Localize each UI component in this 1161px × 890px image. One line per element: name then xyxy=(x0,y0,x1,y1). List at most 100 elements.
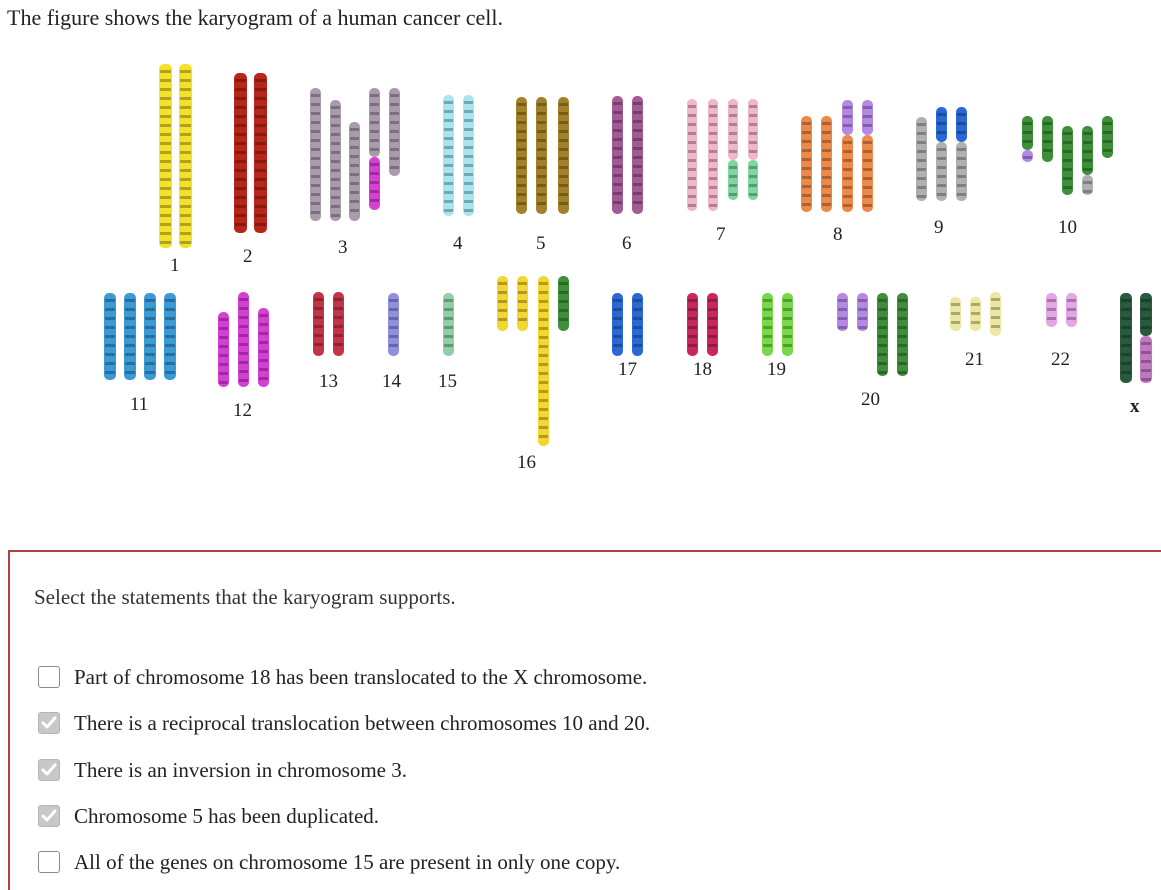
chromosome-19b xyxy=(782,293,793,356)
question-panel: Select the statements that the karyogram… xyxy=(8,550,1161,890)
chromosome-8c xyxy=(842,100,853,212)
chromosome-3e xyxy=(389,88,400,176)
chromosome-21b xyxy=(970,297,981,331)
check-icon xyxy=(41,809,57,822)
chromosome-12b xyxy=(238,292,249,387)
chromosome-14 xyxy=(388,293,399,356)
chromosome-6b xyxy=(632,96,643,214)
option-label: Chromosome 5 has been duplicated. xyxy=(74,803,380,828)
chromosome-label-12: 12 xyxy=(233,400,252,421)
chromosome-10c xyxy=(1062,126,1073,195)
chromosome-label-15: 15 xyxy=(438,371,457,392)
chromosome-18b xyxy=(707,293,718,356)
chromosome-label-18: 18 xyxy=(693,359,712,380)
question-prompt: Select the statements that the karyogram… xyxy=(34,585,456,609)
checkbox[interactable] xyxy=(38,805,60,827)
chromosome-5c xyxy=(558,97,569,214)
chromosome-11b xyxy=(124,293,136,380)
chromosome-16a xyxy=(497,276,508,331)
chromosome-label-4: 4 xyxy=(453,233,463,254)
option-chr18-x-translocation[interactable]: Part of chromosome 18 has been transloca… xyxy=(38,662,647,692)
chromosome-17b xyxy=(632,293,643,356)
chromosome-3c xyxy=(349,122,360,221)
chromosome-label-19: 19 xyxy=(767,359,786,380)
chromosome-7c xyxy=(728,99,738,200)
chromosome-2a xyxy=(234,73,247,233)
chromosome-label-20: 20 xyxy=(861,389,880,410)
chromosome-18a xyxy=(687,293,698,356)
chromosome-4b xyxy=(463,95,474,216)
chromosome-label-1: 1 xyxy=(170,255,180,276)
chromosome-20a xyxy=(837,293,848,331)
chromosome-12c xyxy=(258,308,269,387)
checkbox[interactable] xyxy=(38,759,60,781)
option-label: Part of chromosome 18 has been transloca… xyxy=(74,664,648,689)
option-label: There is an inversion in chromosome 3. xyxy=(74,757,408,782)
option-label: All of the genes on chromosome 15 are pr… xyxy=(74,849,621,874)
chromosome-11d xyxy=(164,293,176,380)
option-inversion-chr3[interactable]: There is an inversion in chromosome 3. xyxy=(38,755,407,785)
chromosome-4a xyxy=(443,95,454,216)
chromosome-15 xyxy=(443,293,454,356)
chromosome-6a xyxy=(612,96,623,214)
chromosome-20c xyxy=(877,293,888,376)
chromosome-7a xyxy=(687,99,697,211)
chromosome-10a xyxy=(1022,116,1033,162)
chromosome-10b xyxy=(1042,116,1053,162)
checkbox[interactable] xyxy=(38,666,60,688)
chromosome-3d xyxy=(369,88,380,210)
chromosome-7b xyxy=(708,99,718,211)
chromosome-label-2: 2 xyxy=(243,246,253,267)
option-chr5-duplicated[interactable]: Chromosome 5 has been duplicated. xyxy=(38,801,379,831)
chromosome-label-6: 6 xyxy=(622,233,632,254)
option-reciprocal-translocation-10-20[interactable]: There is a reciprocal translocation betw… xyxy=(38,708,650,738)
chromosome-label-21: 21 xyxy=(965,349,984,370)
check-icon xyxy=(41,716,57,729)
chromosome-21c xyxy=(990,292,1001,336)
option-label: There is a reciprocal translocation betw… xyxy=(74,710,651,735)
chromosome-21a xyxy=(950,297,961,331)
chromosome-label-13: 13 xyxy=(319,371,338,392)
chromosome-10d xyxy=(1082,126,1093,195)
chromosome-xb xyxy=(1140,293,1152,383)
chromosome-5b xyxy=(536,97,547,214)
chromosome-label-5: 5 xyxy=(536,233,546,254)
chromosome-12a xyxy=(218,312,229,387)
chromosome-label-17: 17 xyxy=(618,359,637,380)
chromosome-xa xyxy=(1120,293,1132,383)
chromosome-1a xyxy=(159,64,172,248)
chromosome-label-8: 8 xyxy=(833,224,843,245)
option-chr15-single-copy[interactable]: All of the genes on chromosome 15 are pr… xyxy=(38,847,620,877)
chromosome-label-7: 7 xyxy=(716,224,726,245)
chromosome-label-11: 11 xyxy=(130,394,148,415)
chromosome-13a xyxy=(313,292,324,356)
chromosome-20b xyxy=(857,293,868,331)
checkbox[interactable] xyxy=(38,712,60,734)
check-icon xyxy=(41,763,57,776)
chromosome-22b xyxy=(1066,293,1077,327)
chromosome-label-9: 9 xyxy=(934,217,944,238)
chromosome-label-14: 14 xyxy=(382,371,402,392)
chromosome-2b xyxy=(254,73,267,233)
karyogram-figure: 1 2 3 4 5 6 7 8 9 10 11 12 13 14 15 16 1… xyxy=(104,64,1152,473)
chromosome-9a xyxy=(916,117,927,201)
chromosome-13b xyxy=(333,292,344,356)
chromosome-1b xyxy=(179,64,192,248)
chromosome-label-3: 3 xyxy=(338,237,348,258)
chromosome-16c xyxy=(538,276,549,446)
chromosome-20d xyxy=(897,293,908,376)
chromosome-17a xyxy=(612,293,623,356)
chromosome-9c xyxy=(956,107,967,201)
chromosome-label-16: 16 xyxy=(517,452,536,473)
chromosome-16b xyxy=(517,276,528,331)
chromosome-7d xyxy=(748,99,758,200)
chromosome-16d xyxy=(558,276,569,331)
chromosome-8a xyxy=(801,116,812,212)
chromosome-3b xyxy=(330,100,341,221)
chromosome-label-x: x xyxy=(1130,396,1140,417)
chromosome-11c xyxy=(144,293,156,380)
checkbox[interactable] xyxy=(38,851,60,873)
chromosome-11a xyxy=(104,293,116,380)
chromosome-9b xyxy=(936,107,947,201)
chromosome-19a xyxy=(762,293,773,356)
